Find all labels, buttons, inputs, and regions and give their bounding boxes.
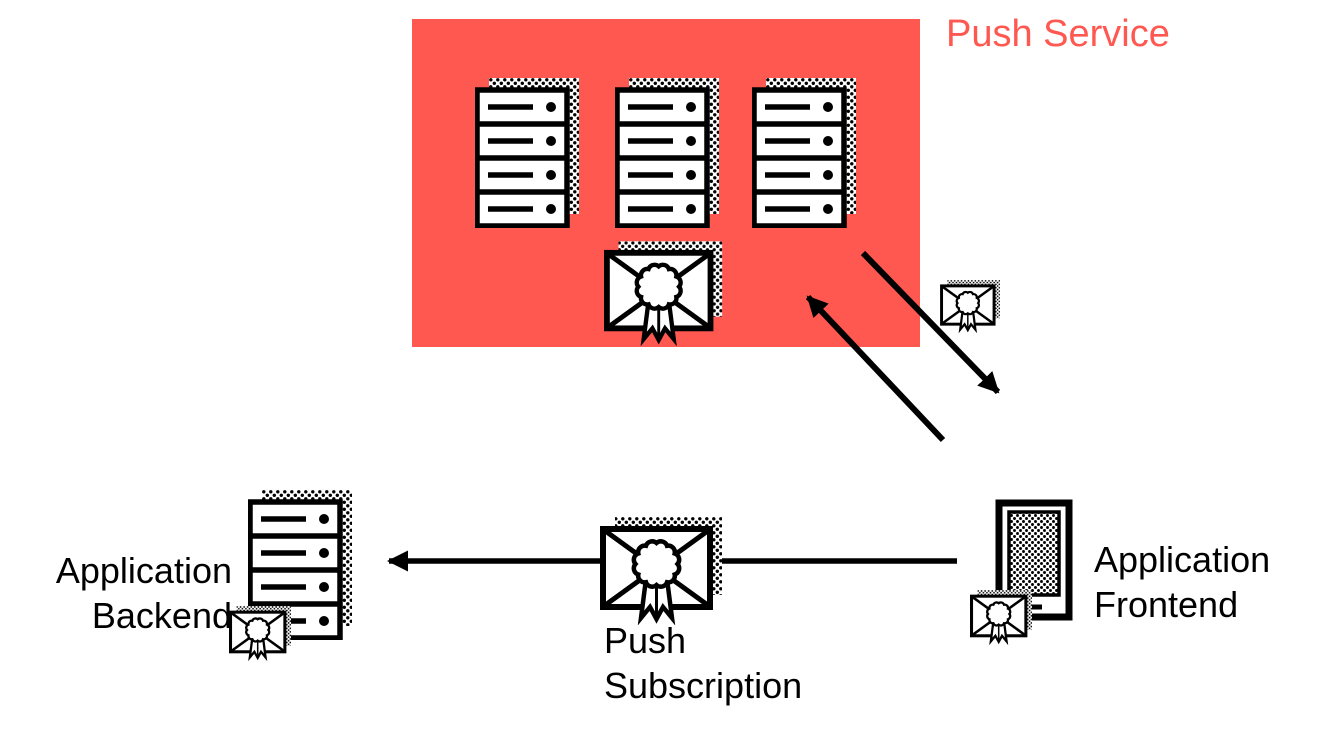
server-stack-icon [754, 78, 856, 226]
certified-message-icon [607, 241, 722, 340]
certified-message-icon [970, 590, 1034, 644]
push-service-label: Push Service [946, 13, 1170, 55]
arrow-frontend-to-push-service [805, 294, 946, 443]
certified-message-icon [940, 280, 1002, 332]
certified-message-icon [603, 517, 722, 619]
arrow-push-service-to-frontend [860, 250, 1001, 395]
push-subscription-label: Push Subscription [604, 620, 803, 706]
server-stack-icon [617, 78, 719, 226]
server-stack-icon [477, 78, 579, 226]
certified-message-icon [229, 606, 293, 660]
application-backend-label: Application Backend [55, 550, 232, 636]
application-frontend-label: Application Frontend [1094, 539, 1271, 625]
